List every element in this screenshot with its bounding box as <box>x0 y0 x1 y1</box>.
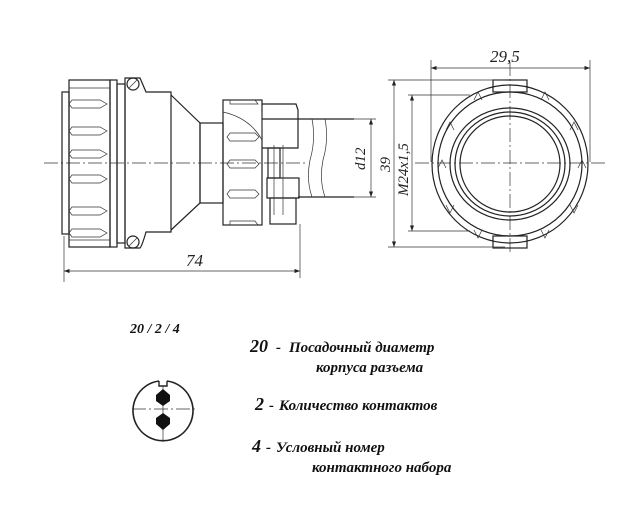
inner-bore <box>459 115 561 213</box>
cable-diameter-label: d12 <box>353 147 369 170</box>
bottom-lug <box>492 235 528 249</box>
legend-item: 4-Условный номер контактного набора <box>251 436 452 476</box>
svg-text:2-Количество контактов: 2-Количество контактов <box>254 394 438 414</box>
legend-number: 2 <box>254 394 264 414</box>
cable <box>262 118 354 198</box>
svg-text:20-Посадочный диаметр: 20-Посадочный диаметр <box>249 336 435 356</box>
contact-layout-icon <box>132 380 195 442</box>
cable-clamp <box>262 103 300 225</box>
outer-nut-contour <box>431 84 589 244</box>
legend-text: Условный номер <box>276 440 385 456</box>
length-label: 74 <box>186 251 204 270</box>
screw-icon <box>126 235 140 249</box>
front-view: 29,5 39 M24x1,5 <box>378 47 605 255</box>
legend-number: 4 <box>251 436 261 456</box>
svg-text:4-Условный номер: 4-Условный номер <box>251 436 385 456</box>
width-label: 29,5 <box>490 47 520 66</box>
legend: 20 / 2 / 4 20-Посадочный диаметр корпуса… <box>129 322 452 476</box>
side-view: d12 74 <box>44 77 376 282</box>
nut-notches <box>437 91 587 239</box>
legend-text: Количество контактов <box>278 398 438 414</box>
legend-item: 20-Посадочный диаметр корпуса разъема <box>249 336 435 376</box>
legend-number: 20 <box>249 336 268 356</box>
cable-nut <box>222 99 263 226</box>
legend-item: 2-Количество контактов <box>254 394 438 414</box>
legend-text-cont: контактного набора <box>312 460 452 476</box>
legend-text: Посадочный диаметр <box>288 340 435 356</box>
legend-code: 20 / 2 / 4 <box>129 322 180 337</box>
height-label: 39 <box>378 157 394 174</box>
screw-icon <box>126 77 140 91</box>
flange <box>124 77 172 249</box>
thread-label: M24x1,5 <box>396 143 412 197</box>
top-lug <box>492 79 528 93</box>
thread-ring <box>449 107 571 221</box>
knurled-nut <box>61 79 126 248</box>
cone-body <box>170 94 201 231</box>
legend-text-cont: корпуса разъема <box>316 360 424 376</box>
